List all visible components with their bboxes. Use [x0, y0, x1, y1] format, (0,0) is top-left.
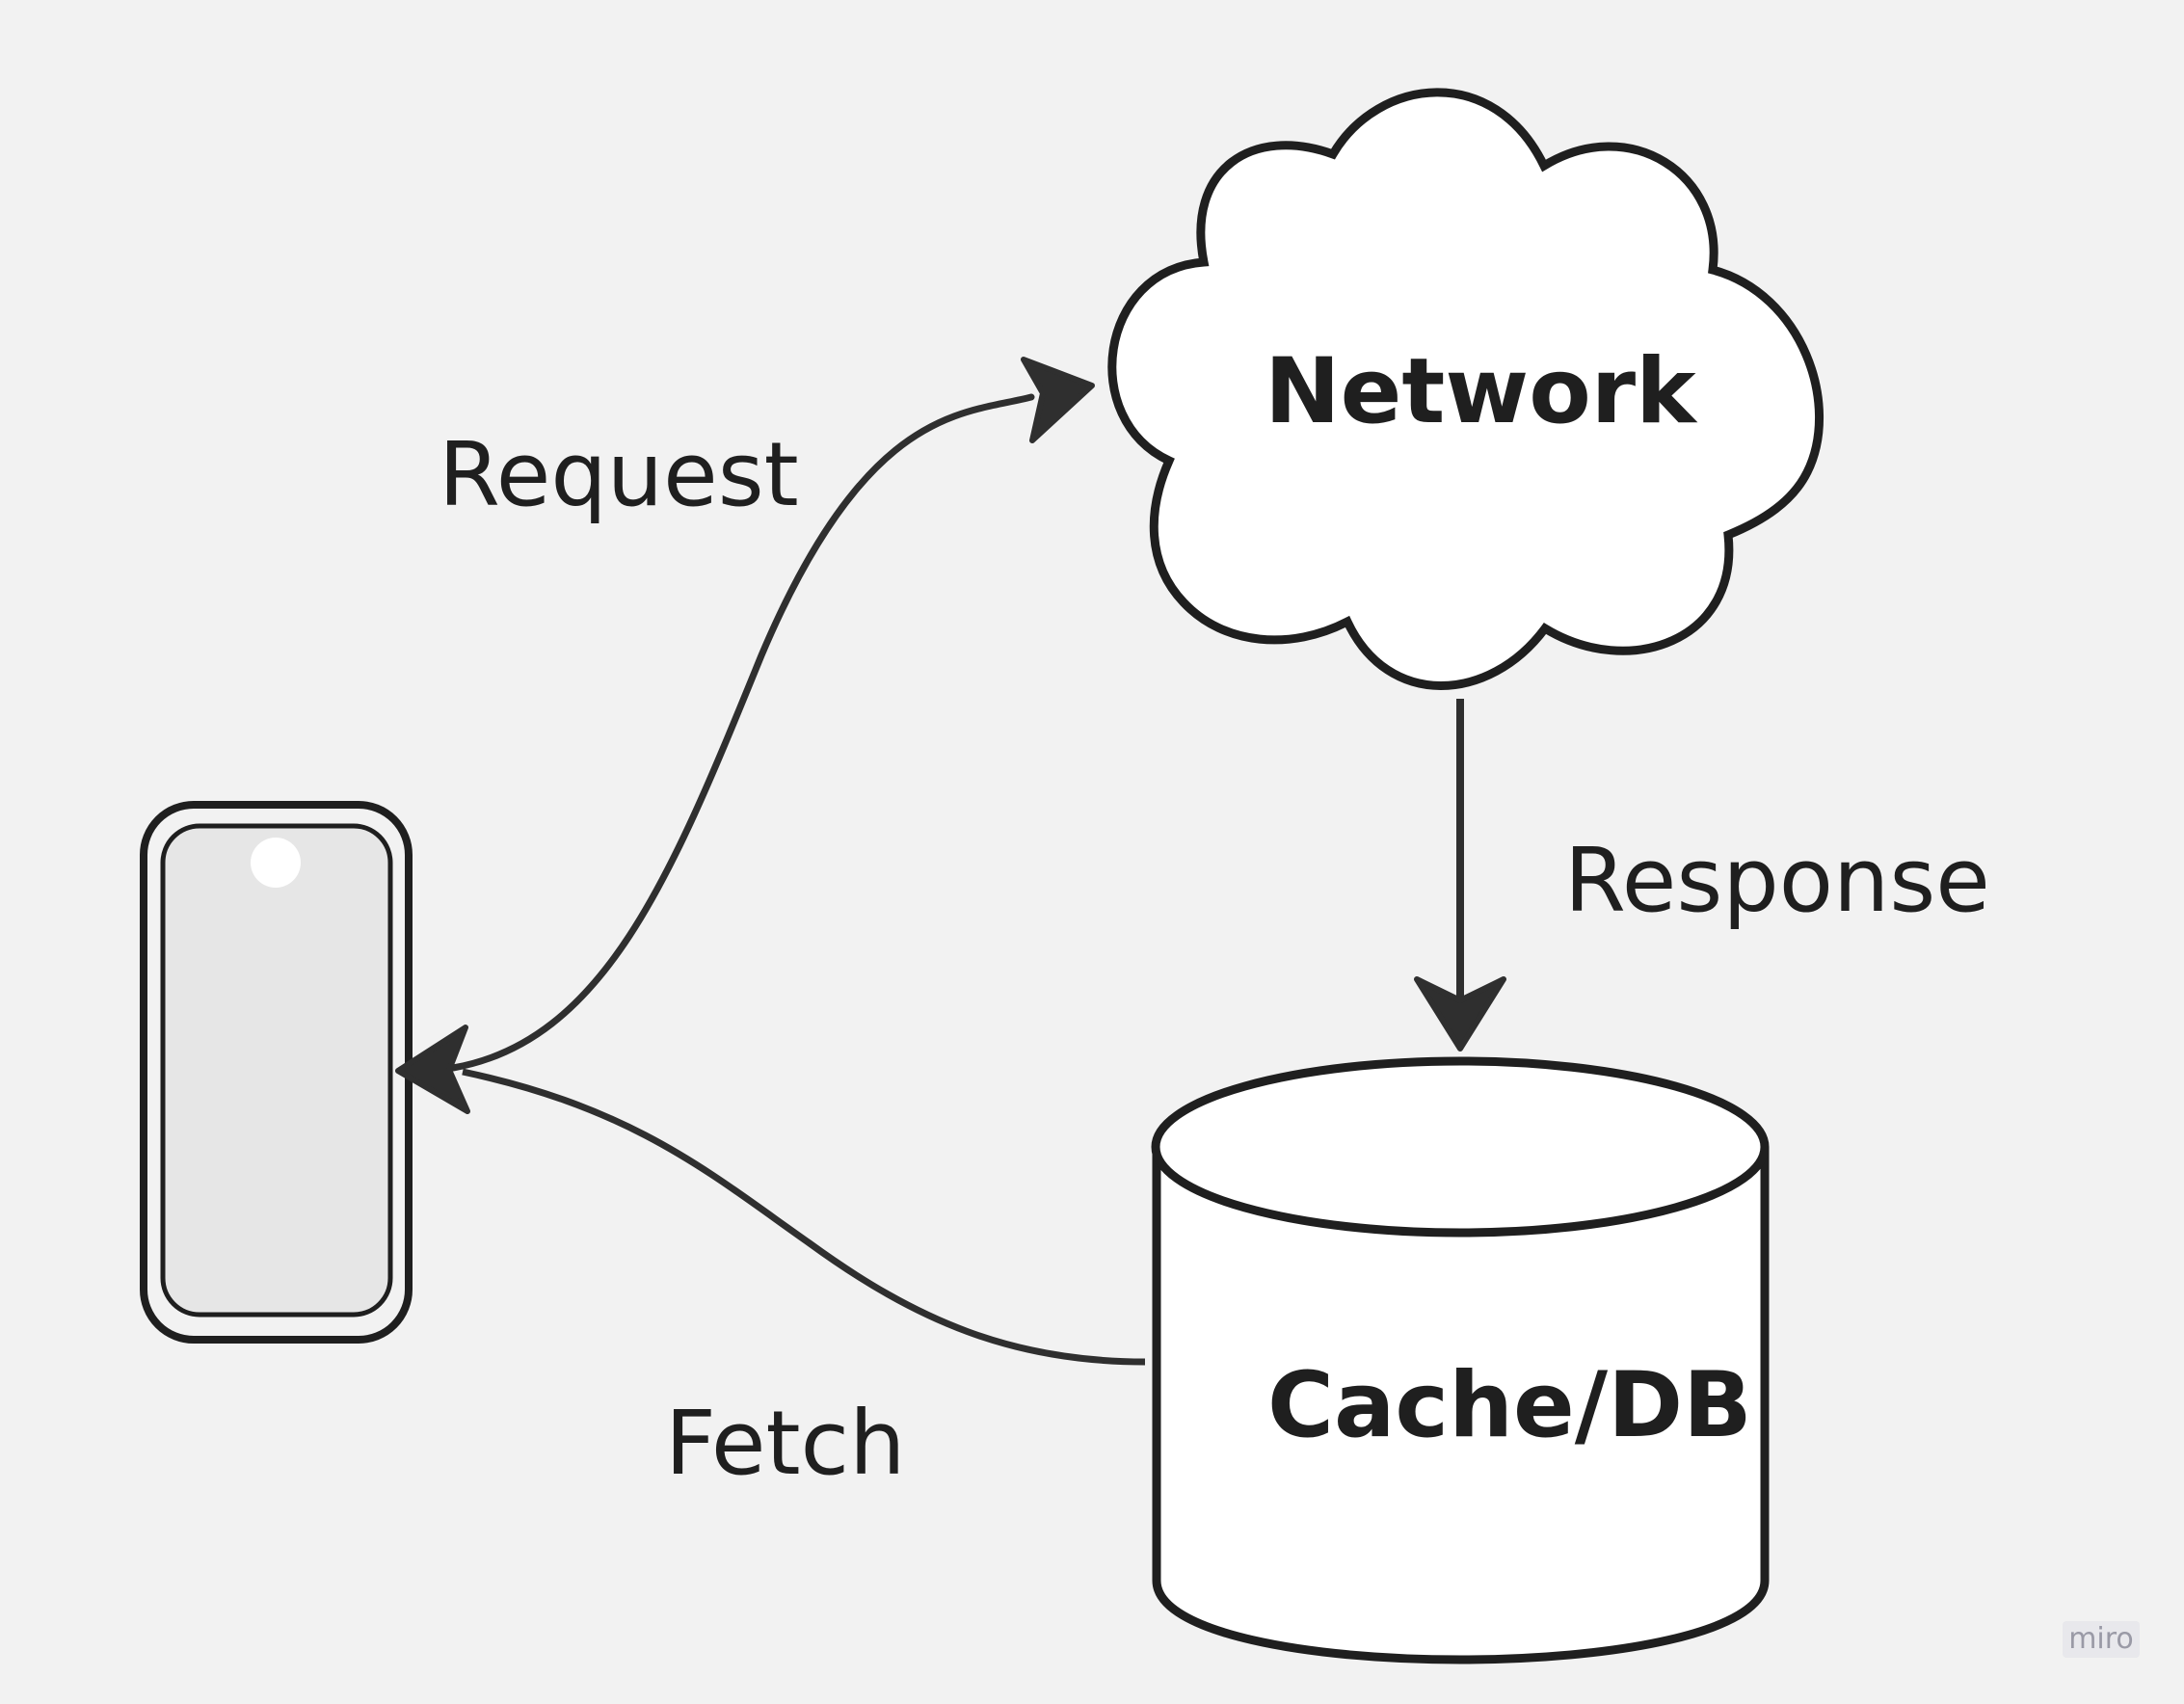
request-arrowhead-network	[1021, 357, 1095, 443]
cache-db-label: Cache/DB	[1267, 1353, 1752, 1458]
response-label: Response	[1564, 829, 1990, 932]
request-arrow[interactable]	[395, 357, 1095, 1114]
response-arrowhead	[1414, 976, 1506, 1052]
network-cloud-node[interactable]	[1107, 88, 1824, 690]
fetch-arrow[interactable]	[462, 1068, 1146, 1366]
cloud-shape	[1107, 88, 1824, 690]
cylinder-top	[1151, 1056, 1770, 1238]
response-arrow[interactable]	[1414, 699, 1506, 1052]
miro-watermark: miro	[2063, 1621, 2140, 1658]
network-label: Network	[1265, 339, 1696, 444]
fetch-label: Fetch	[665, 1392, 906, 1495]
phone-screen	[160, 823, 393, 1318]
request-arrowhead-device	[395, 1025, 470, 1114]
fetch-arrow-line	[462, 1068, 1146, 1366]
request-arrow-line	[449, 393, 1035, 1072]
phone-device-node[interactable]	[140, 801, 413, 1344]
cache-db-cylinder-node[interactable]	[1151, 1056, 1770, 1664]
phone-camera-icon	[251, 838, 301, 888]
request-label: Request	[439, 423, 799, 526]
cylinder-body	[1152, 1147, 1770, 1664]
